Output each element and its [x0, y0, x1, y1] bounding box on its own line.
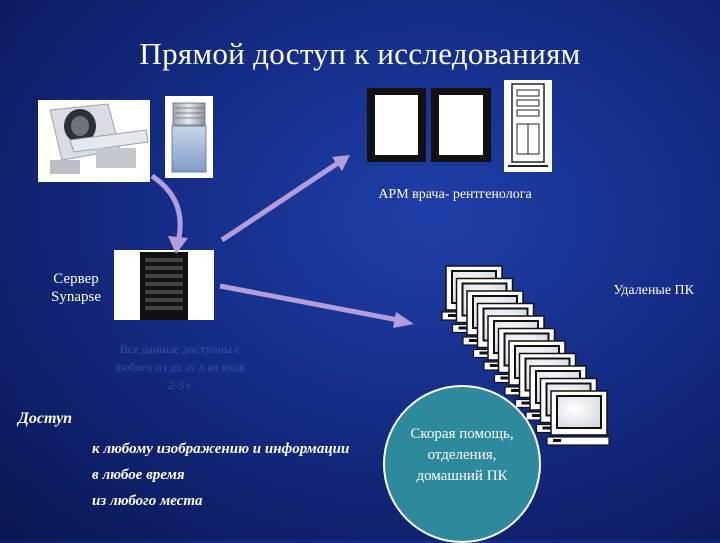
faded-note-line: любого из дх эх л ко ихов [114, 360, 246, 374]
faded-note-line: Все данные доступны с [119, 342, 241, 356]
circle-line: Скорая помощь, [410, 426, 514, 442]
monitor-icon [367, 88, 491, 162]
access-heading: Доступ [18, 410, 73, 427]
ct-scanner-icon [38, 100, 150, 182]
straight-arrow-icon [219, 283, 414, 328]
access-list: к любому изображению и информации в любо… [92, 436, 422, 514]
straight-arrow-icon [220, 155, 350, 243]
access-item: из любого места [92, 493, 203, 509]
circle-text: Скорая помощь, отделения, домашний ПК [383, 424, 541, 487]
page-title: Прямой доступ к исследованиям [139, 36, 581, 71]
remote-pc-label: Удаленые ПК [613, 283, 694, 298]
mri-unit-icon [165, 96, 213, 178]
curved-arrow-icon [150, 173, 188, 254]
tower-computer-icon [504, 80, 552, 172]
circle-line: домашний ПК [416, 468, 508, 484]
faded-note-line: 2-3 с [167, 378, 193, 392]
circle-line: отделения, [427, 447, 497, 463]
access-item: к любому изображению и информации [92, 441, 350, 457]
target-circle [383, 385, 541, 543]
desktop-pc-icon [441, 265, 610, 446]
server-rack-icon [114, 250, 214, 320]
server-label: Сервер Synapse [51, 271, 101, 305]
workstation-label: АРМ врача- рентгенолога [378, 187, 532, 202]
access-item: в любое время [92, 467, 185, 483]
desktop-pc-icon [546, 390, 610, 446]
faded-note: Все данные доступны с любого из дх эх л … [50, 340, 310, 394]
